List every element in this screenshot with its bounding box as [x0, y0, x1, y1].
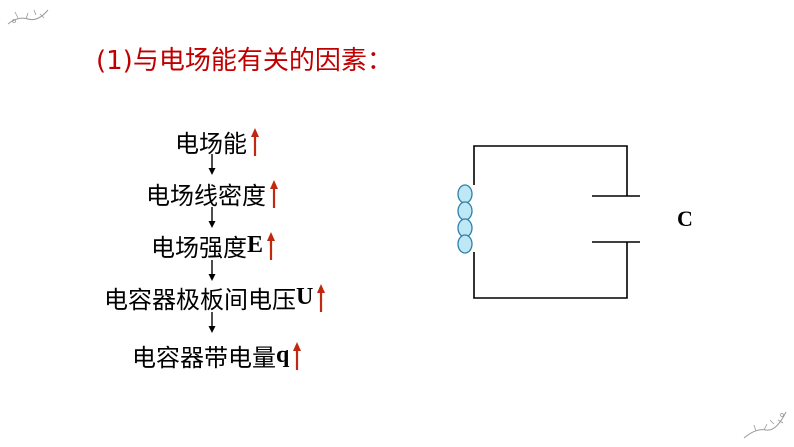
factor-symbol: q — [276, 342, 290, 368]
factor-label: 电容器带电量 — [132, 344, 276, 372]
capacitor-icon — [592, 195, 640, 243]
up-arrow-icon — [270, 179, 278, 208]
up-arrow-icon — [317, 283, 326, 312]
factor-field-strength: 电场强度 E — [151, 228, 276, 263]
down-arrow-icon — [208, 312, 216, 333]
factor-label: 电场线密度 — [146, 182, 266, 210]
factor-electric-energy: 电场能 — [175, 124, 260, 159]
factor-symbol: U — [296, 284, 314, 310]
factor-label: 电容器极板间电压 — [104, 286, 296, 314]
factor-label: 电场能 — [175, 130, 247, 158]
factor-field-line-density: 电场线密度 — [146, 176, 279, 211]
branch-decoration-icon — [743, 411, 787, 439]
circuit-wires — [473, 145, 628, 299]
factor-symbol: E — [247, 232, 264, 258]
inductor-coil-icon — [457, 184, 473, 254]
factor-label: 电场强度 — [151, 234, 247, 262]
capacitor-label: C — [677, 206, 693, 231]
lc-circuit — [457, 145, 640, 299]
down-arrow-icon — [208, 260, 216, 281]
down-arrow-icon — [208, 207, 216, 228]
down-arrow-icon — [208, 154, 216, 175]
branch-decoration-icon — [7, 9, 49, 25]
up-arrow-icon — [267, 231, 276, 260]
factor-plate-voltage: 电容器极板间电压 U — [104, 280, 326, 315]
factor-capacitor-charge: 电容器带电量 q — [132, 338, 302, 373]
up-arrow-icon — [251, 127, 259, 156]
up-arrow-icon — [293, 341, 302, 370]
page-title: (1)与电场能有关的因素： — [96, 46, 393, 76]
